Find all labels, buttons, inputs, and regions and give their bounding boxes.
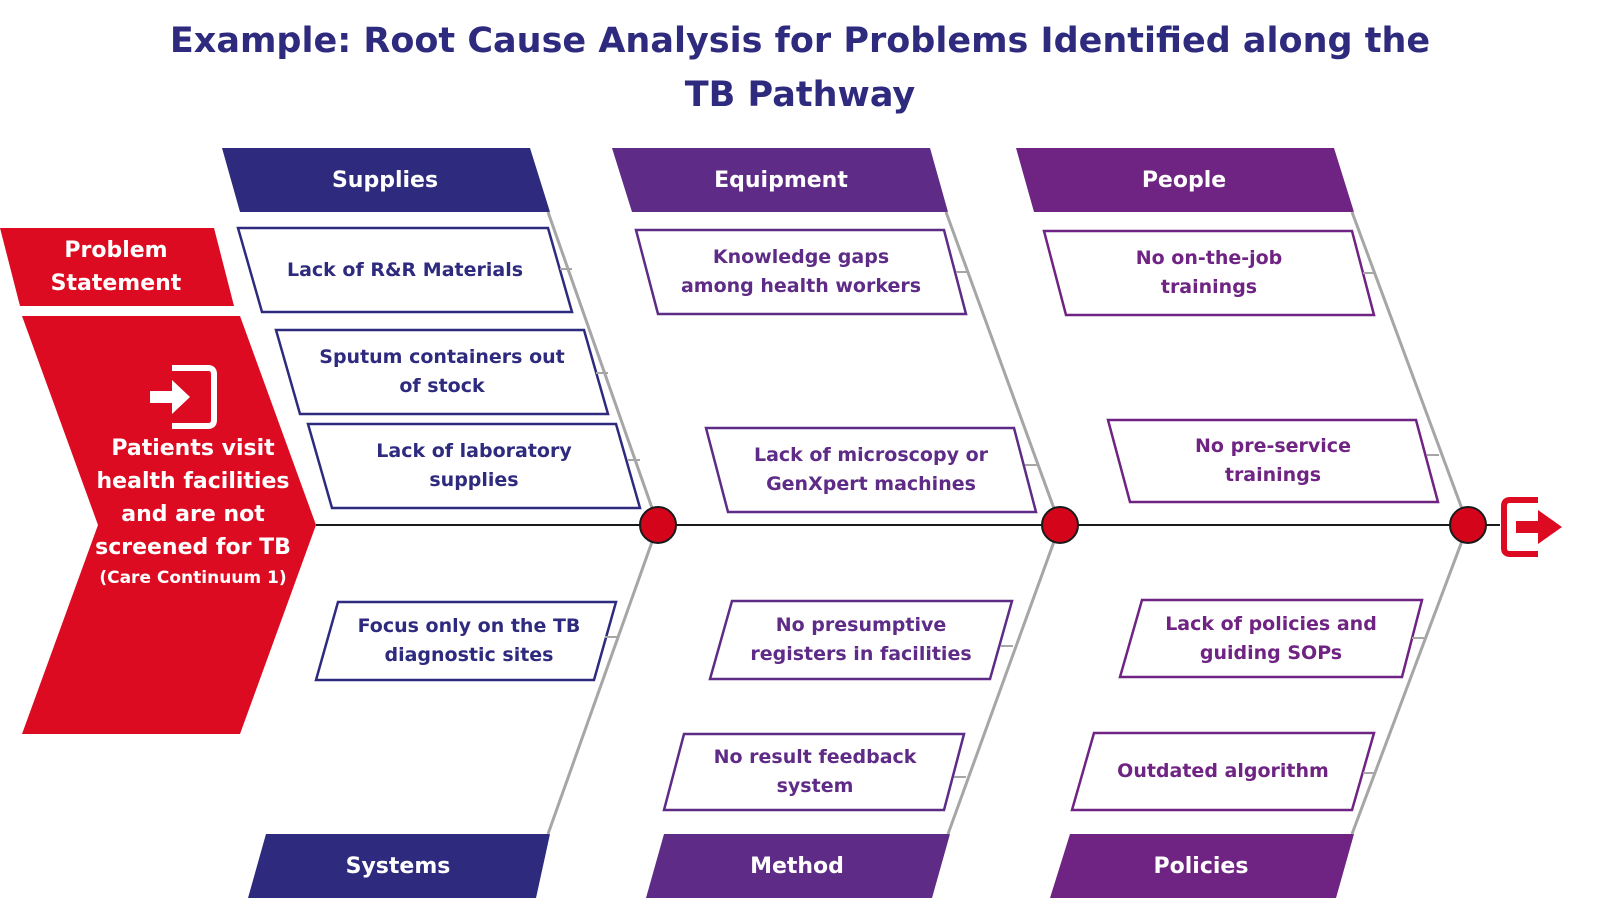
problem-arrow-shape xyxy=(22,316,316,734)
cause-box-sputum-shape xyxy=(274,328,610,416)
cause-text: Outdated algorithm xyxy=(1117,760,1329,782)
cause-text: system xyxy=(776,775,854,797)
cause-policies-sops: Lack of policies and guiding SOPs xyxy=(1138,600,1404,677)
cause-text: Focus only on the TB xyxy=(357,615,581,637)
cause-text: No result feedback xyxy=(713,746,917,768)
cause-text: diagnostic sites xyxy=(384,644,554,666)
cause-presumptive-registers: No presumptive registers in facilities xyxy=(728,601,994,679)
cause-box-onjob-shape xyxy=(1042,229,1376,317)
cause-pre-service-trainings: No pre-service trainings xyxy=(1130,420,1416,502)
cause-text: Knowledge gaps xyxy=(712,246,890,268)
junction-node xyxy=(1041,506,1079,544)
equipment-header-shape xyxy=(612,148,948,212)
cause-lack-rr-materials: Lack of R&R Materials xyxy=(262,228,548,312)
cause-box-lab-shape xyxy=(306,422,642,510)
cause-knowledge-gaps: Knowledge gaps among health workers xyxy=(658,230,944,314)
category-method: Method xyxy=(750,853,844,879)
cause-microscopy-machines: Lack of microscopy or GenXpert machines xyxy=(728,428,1014,512)
category-supplies: Supplies xyxy=(331,167,439,193)
cause-text: Sputum containers out xyxy=(319,346,565,368)
cause-box-knowledge-shape xyxy=(634,228,968,316)
cause-text: among health workers xyxy=(680,275,922,297)
policies-header-shape xyxy=(1050,834,1354,898)
people-bone xyxy=(1350,211,1470,526)
problem-header-line2: Statement xyxy=(50,271,182,296)
cause-text: Lack of policies and xyxy=(1165,612,1377,635)
problem-header-line1: Problem xyxy=(64,238,168,263)
cause-text: Lack of microscopy or xyxy=(753,444,989,466)
cause-text: Lack of laboratory xyxy=(376,440,572,462)
problem-line3: and are not xyxy=(121,502,265,527)
cause-focus-tb-sites: Focus only on the TB diagnostic sites xyxy=(338,602,600,680)
cause-outdated-algorithm: Outdated algorithm xyxy=(1090,733,1356,810)
equipment-bone xyxy=(944,211,1062,526)
cause-box-preservice-shape xyxy=(1106,418,1440,504)
category-equipment: Equipment xyxy=(714,167,848,193)
problem-line2: health facilities xyxy=(96,469,290,494)
page-title-line1: Example: Root Cause Analysis for Problem… xyxy=(169,21,1431,61)
cause-text: registers in facilities xyxy=(750,643,972,665)
policies-bone xyxy=(1350,524,1470,835)
problem-line4: screened for TB xyxy=(95,535,291,560)
cause-box-algorithm-shape xyxy=(1070,731,1376,812)
cause-box-presumptive-shape xyxy=(708,599,1014,681)
problem-statement-header: Problem Statement xyxy=(16,234,216,300)
cause-text: guiding SOPs xyxy=(1199,641,1343,664)
cause-text: GenXpert machines xyxy=(766,473,976,495)
cause-box-lack-rr-shape xyxy=(236,226,574,314)
cause-text: No presumptive xyxy=(775,614,947,636)
cause-result-feedback: No result feedback system xyxy=(682,734,948,810)
category-systems: Systems xyxy=(345,853,451,879)
sign-out-icon xyxy=(1501,497,1562,557)
cause-box-feedback-shape xyxy=(662,732,966,812)
cause-text: of stock xyxy=(399,375,485,397)
junction-node xyxy=(1449,506,1487,544)
cause-sputum-containers: Sputum containers out of stock xyxy=(300,330,584,414)
cause-box-microscopy-shape xyxy=(704,426,1038,514)
cause-text: No pre-service xyxy=(1195,435,1351,457)
cause-box-focus-shape xyxy=(314,600,618,682)
problem-header-shape xyxy=(0,228,234,306)
supplies-header-shape xyxy=(222,148,550,212)
cause-text: trainings xyxy=(1224,464,1322,486)
systems-header-shape xyxy=(248,834,550,898)
cause-box-policies-shape xyxy=(1118,598,1424,679)
problem-statement: Patients visit health facilities and are… xyxy=(88,432,298,592)
junction-node xyxy=(639,506,677,544)
category-people: People xyxy=(1141,167,1227,193)
method-bone xyxy=(946,524,1062,835)
category-policies: Policies xyxy=(1153,853,1249,879)
cause-text: Lack of R&R Materials xyxy=(286,258,524,281)
systems-bone xyxy=(546,524,660,835)
method-header-shape xyxy=(646,834,950,898)
cause-text: No on-the-job xyxy=(1135,247,1283,269)
problem-note: (Care Continuum 1) xyxy=(99,568,287,588)
people-header-shape xyxy=(1016,148,1354,212)
cause-on-the-job-trainings: No on-the-job trainings xyxy=(1066,231,1352,315)
cause-text: trainings xyxy=(1160,276,1258,298)
problem-line1: Patients visit xyxy=(111,436,275,461)
page-title-line2: TB Pathway xyxy=(684,75,916,115)
cause-lab-supplies: Lack of laboratory supplies xyxy=(332,424,616,508)
cause-text: supplies xyxy=(429,469,519,491)
sign-in-icon xyxy=(150,365,217,429)
supplies-bone xyxy=(546,211,660,526)
